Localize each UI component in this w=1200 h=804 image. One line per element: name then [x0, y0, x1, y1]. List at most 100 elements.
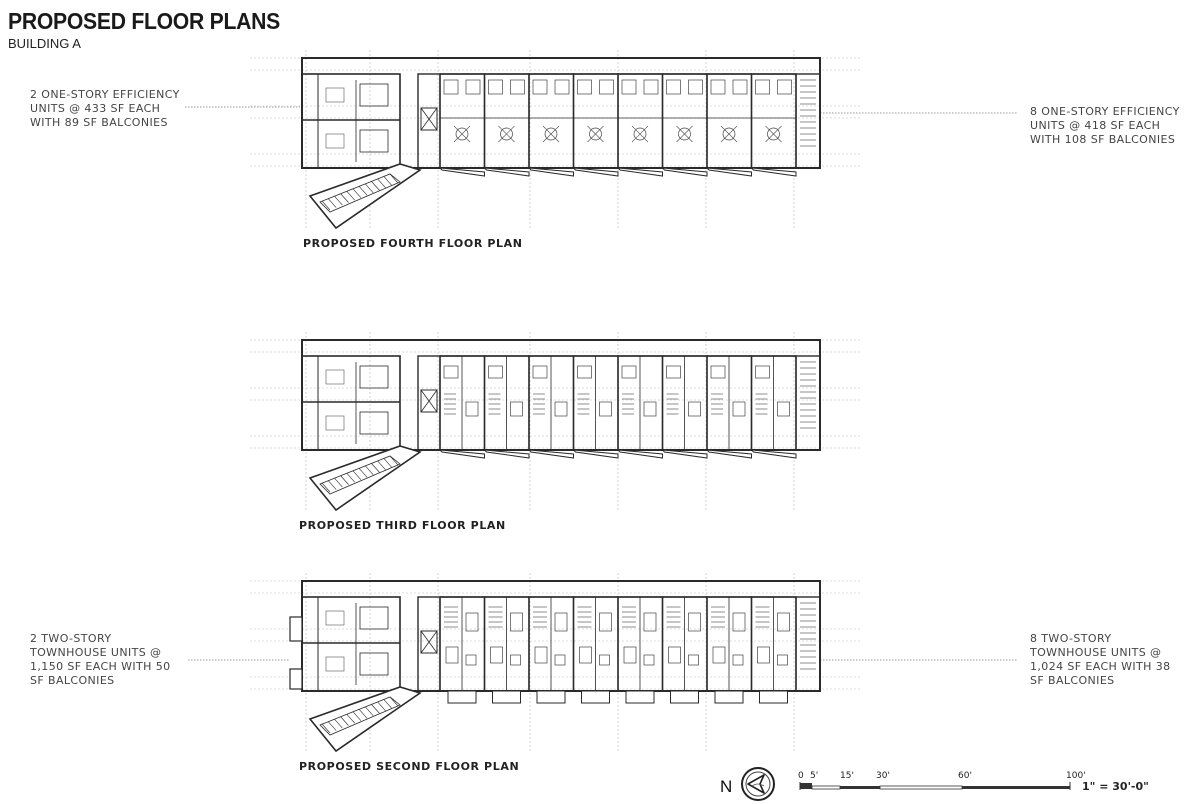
sofa: [445, 646, 459, 664]
second-floor-label: PROPOSED SECOND FLOOR PLAN: [299, 760, 520, 773]
end-block: [301, 596, 401, 692]
scale-ratio: 1" = 30'-0": [1082, 780, 1149, 793]
stair-run: [319, 455, 401, 495]
stair-tread: [365, 465, 374, 476]
table: [500, 127, 513, 141]
balcony: [492, 690, 521, 704]
stair-wing: [308, 686, 422, 753]
scale-segment: [879, 785, 963, 790]
north-arrow: N: [720, 766, 780, 802]
table-cross: [542, 125, 560, 143]
bed: [577, 79, 592, 95]
table-cross: [498, 125, 515, 143]
bath: [666, 365, 681, 379]
note-line: 2 ONE-STORY EFFICIENCY: [30, 88, 180, 101]
stair-tread: [321, 200, 331, 211]
stair-tread: [352, 711, 362, 721]
dining-table: [643, 612, 657, 632]
bathroom: [359, 83, 389, 107]
balcony: [661, 167, 708, 177]
elevator: [420, 630, 438, 654]
table: [633, 127, 647, 141]
chair: [777, 654, 788, 666]
stair-tread: [340, 193, 349, 203]
note-line: 1,150 SF EACH WITH 50: [30, 660, 171, 673]
note-line: TOWNHOUSE UNITS @: [1030, 646, 1162, 659]
table: [544, 127, 558, 141]
stair-tread: [377, 460, 386, 471]
scale-segment: [962, 786, 1070, 789]
fourth-floor-plan: [250, 50, 860, 230]
balcony: [527, 449, 574, 459]
page-subtitle: BUILDING A: [8, 36, 81, 51]
scale-tick-label: 100': [1066, 771, 1086, 781]
elevator: [420, 389, 438, 413]
stair-tread: [346, 472, 355, 483]
stair-tread: [321, 723, 331, 734]
table: [767, 127, 780, 141]
table-cross: [631, 125, 649, 143]
stair-tread: [358, 468, 368, 478]
balcony: [483, 167, 530, 177]
stair-tread: [321, 482, 331, 493]
page-title: PROPOSED FLOOR PLANS: [8, 8, 280, 34]
closet: [643, 401, 657, 417]
stair-tread: [346, 190, 355, 201]
balcony: [705, 167, 752, 177]
bath: [488, 365, 503, 379]
bay-window: [289, 616, 303, 642]
bathroom: [359, 365, 389, 389]
north-arrow-icon: [741, 767, 775, 801]
chair: [465, 654, 477, 666]
fourth-floor-label: PROPOSED FOURTH FLOOR PLAN: [303, 237, 523, 250]
fourth-floor-left-note: 2 ONE-STORY EFFICIENCY UNITS @ 433 SF EA…: [30, 88, 180, 130]
scale-segment: [840, 786, 880, 789]
furniture: [325, 656, 345, 672]
closet: [465, 401, 479, 417]
stair-tread: [371, 463, 380, 473]
balcony: [750, 449, 797, 459]
second-floor-plan: [250, 573, 860, 753]
north-letter: N: [720, 777, 733, 796]
note-line: SF BALCONIES: [1030, 674, 1115, 687]
bath: [443, 365, 459, 379]
closet: [554, 401, 568, 417]
elevator: [420, 107, 438, 131]
stair-tread: [340, 475, 349, 485]
furniture: [325, 610, 345, 626]
stair-tread: [389, 173, 399, 184]
table: [455, 127, 469, 141]
stair-wing: [308, 445, 422, 512]
end-block: [301, 73, 401, 169]
stair-tread: [327, 480, 337, 490]
bed: [554, 79, 570, 95]
dining-table: [554, 612, 568, 632]
elevator-x: [420, 389, 438, 413]
stair-tread: [365, 706, 374, 717]
chair: [643, 654, 655, 666]
furniture: [325, 87, 345, 103]
balcony: [616, 449, 663, 459]
bed: [532, 79, 548, 95]
note-line: UNITS @ 433 SF EACH: [30, 102, 161, 115]
scale-tick-label: 15': [840, 771, 854, 781]
balcony: [438, 449, 485, 459]
stair-tread: [327, 721, 337, 731]
balcony: [581, 690, 610, 704]
stair-tread: [383, 699, 393, 709]
dining-table: [599, 612, 612, 632]
stair-run: [319, 173, 401, 213]
table-cross: [587, 125, 604, 143]
bed: [777, 79, 792, 95]
stair-tread: [377, 701, 386, 712]
sofa: [757, 646, 770, 664]
stair-tread: [334, 718, 343, 729]
table: [589, 127, 602, 141]
table: [678, 127, 691, 141]
sofa: [712, 646, 726, 664]
balcony: [759, 690, 788, 704]
stair-tread: [371, 181, 380, 191]
balcony: [483, 449, 530, 459]
bed: [510, 79, 525, 95]
stair-tread: [340, 716, 349, 726]
